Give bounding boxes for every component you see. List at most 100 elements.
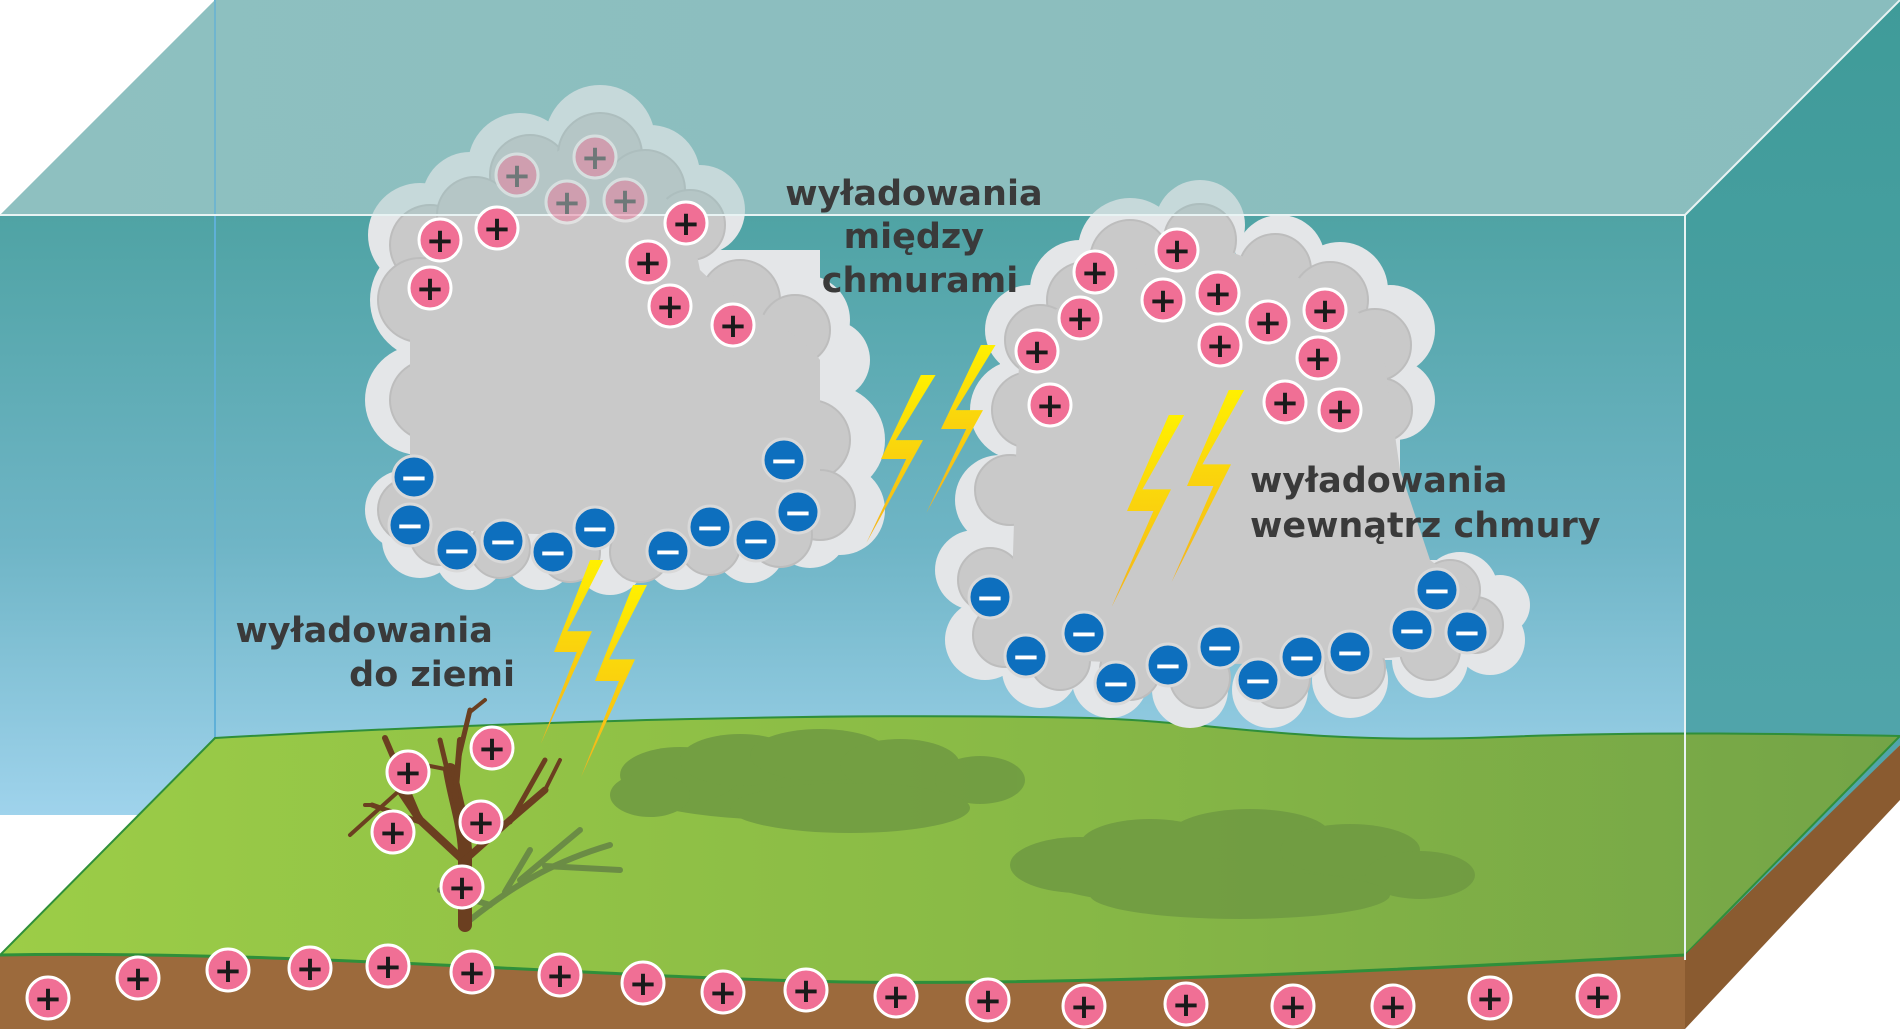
charge-symbol: + [546, 956, 575, 996]
positive-charge-icon: + [1057, 295, 1103, 341]
charge-symbol: − [1154, 646, 1183, 686]
negative-charge-icon: − [480, 518, 526, 564]
charge-symbol: − [443, 531, 472, 571]
charge-symbol: + [709, 973, 738, 1013]
positive-charge-icon: + [407, 265, 453, 311]
positive-charge-icon: + [602, 177, 648, 223]
negative-charge-icon: − [1389, 607, 1435, 653]
positive-charge-icon: + [1262, 379, 1308, 425]
positive-charge-icon: + [1061, 983, 1107, 1029]
charges-layer: + + + + + + + + + + + + + + + + + + + + + + + + + + + + + + + + + + + + + + + +… [25, 134, 1621, 1029]
charge-symbol: + [1023, 332, 1052, 372]
charge-symbol: + [448, 868, 477, 908]
positive-charge-icon: + [205, 947, 251, 993]
charge-symbol: − [1070, 614, 1099, 654]
charge-symbol: − [784, 493, 813, 533]
negative-charge-icon: − [1414, 567, 1460, 613]
charge-symbol: + [1326, 391, 1355, 431]
positive-charge-icon: + [1163, 981, 1209, 1027]
charge-symbol: + [1206, 326, 1235, 366]
charge-symbol: + [792, 971, 821, 1011]
positive-charge-icon: + [458, 799, 504, 845]
charge-symbol: + [1584, 977, 1613, 1017]
tree-shadow [437, 827, 623, 923]
negative-charge-icon: − [391, 454, 437, 500]
negative-charge-icon: − [572, 505, 618, 551]
charge-symbol: + [1066, 299, 1095, 339]
charge-symbol: − [1012, 637, 1041, 677]
charge-symbol: − [1423, 571, 1452, 611]
negative-charge-icon: − [1145, 642, 1191, 688]
positive-charge-icon: + [537, 952, 583, 998]
negative-charge-icon: − [645, 528, 691, 574]
charge-symbol: + [1070, 987, 1099, 1027]
sky-top-overlay [0, 0, 1900, 215]
charge-symbol: − [581, 509, 610, 549]
negative-charge-icon: − [1003, 633, 1049, 679]
positive-charge-icon: + [1072, 249, 1118, 295]
negative-charge-icon: − [761, 437, 807, 483]
charge-symbol: + [214, 951, 243, 991]
charge-symbol: + [672, 204, 701, 244]
charge-symbol: + [1036, 386, 1065, 426]
positive-charge-icon: + [1270, 983, 1316, 1029]
positive-charge-icon: + [1317, 387, 1363, 433]
charge-symbol: + [1081, 253, 1110, 293]
charge-symbol: + [1204, 274, 1233, 314]
positive-charge-icon: + [710, 302, 756, 348]
positive-charge-icon: + [449, 949, 495, 995]
negative-charge-icon: − [1235, 657, 1281, 703]
charge-symbol: + [974, 981, 1003, 1021]
charge-symbol: + [1476, 979, 1505, 1019]
positive-charge-icon: + [25, 975, 71, 1021]
charge-symbol: − [1102, 664, 1131, 704]
charge-symbol: + [467, 803, 496, 843]
grass-front-edge [0, 952, 1686, 984]
positive-charge-icon: + [469, 725, 515, 771]
charge-symbol: − [696, 508, 725, 548]
charge-symbol: + [374, 947, 403, 987]
charge-symbol: + [503, 156, 532, 196]
positive-charge-icon: + [620, 960, 666, 1006]
positive-charge-icon: + [494, 152, 540, 198]
positive-charge-icon: + [385, 749, 431, 795]
charge-symbol: − [1453, 613, 1482, 653]
positive-charge-icon: + [115, 955, 161, 1001]
charge-symbol: + [1149, 281, 1178, 321]
charge-symbol: + [629, 964, 658, 1004]
cloud-shadow-left [610, 729, 1025, 833]
positive-charge-icon: + [544, 179, 590, 225]
negative-charge-icon: − [1444, 609, 1490, 655]
charge-symbol: + [719, 306, 748, 346]
charge-symbol: + [296, 949, 325, 989]
positive-charge-icon: + [1140, 277, 1186, 323]
charge-symbol: − [400, 458, 429, 498]
charge-symbol: + [1304, 339, 1333, 379]
charge-symbol: − [1206, 628, 1235, 668]
negative-charge-icon: − [387, 502, 433, 548]
positive-charge-icon: + [365, 943, 411, 989]
negative-charge-icon: − [1061, 610, 1107, 656]
positive-charge-icon: + [417, 217, 463, 263]
positive-charge-icon: + [1245, 299, 1291, 345]
charge-symbol: + [379, 813, 408, 853]
charge-symbol: − [770, 441, 799, 481]
negative-charge-icon: − [775, 489, 821, 535]
charge-symbol: + [1271, 383, 1300, 423]
charge-symbol: + [483, 209, 512, 249]
positive-charge-icon: + [1370, 983, 1416, 1029]
negative-charge-icon: − [733, 517, 779, 563]
positive-charge-icon: + [572, 134, 618, 180]
positive-charge-icon: + [700, 969, 746, 1015]
charge-symbol: + [611, 181, 640, 221]
charge-symbol: − [654, 532, 683, 572]
charge-symbol: + [1311, 291, 1340, 331]
positive-charge-icon: + [1467, 975, 1513, 1021]
charge-symbol: + [656, 287, 685, 327]
charge-symbol: + [458, 953, 487, 993]
positive-charge-icon: + [1195, 270, 1241, 316]
soil-front [0, 954, 1685, 1029]
positive-charge-icon: + [1197, 322, 1243, 368]
charge-symbol: − [976, 578, 1005, 618]
